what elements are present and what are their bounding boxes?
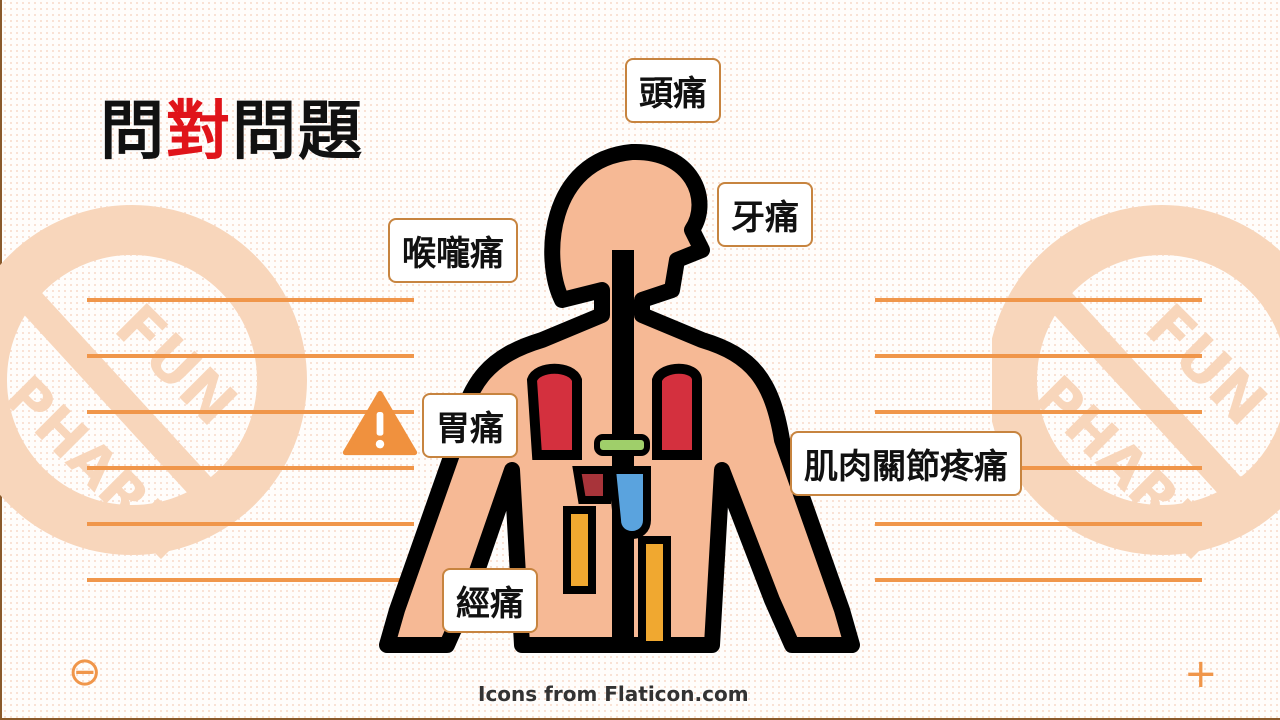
lungs-right xyxy=(652,363,702,460)
fun-pharm-watermark-left: FUN PHARM xyxy=(0,205,307,573)
callout-sore-throat: 喉嚨痛 xyxy=(388,218,518,283)
stomach xyxy=(607,466,651,539)
callout-toothache: 牙痛 xyxy=(717,182,813,247)
callout-stomachache: 胃痛 xyxy=(422,393,518,458)
lungs-left xyxy=(526,363,582,460)
zoom-out-button[interactable]: ⊖ xyxy=(68,649,102,695)
liver xyxy=(572,466,611,504)
callout-muscle-joint-pain: 肌肉關節疼痛 xyxy=(790,431,1022,496)
intestine xyxy=(563,506,671,649)
callout-menstrual-pain: 經痛 xyxy=(442,568,538,633)
page-title: 問對問題 xyxy=(100,95,364,169)
add-button[interactable]: + xyxy=(1184,651,1218,697)
fun-pharm-watermark-right: FUN PHARM xyxy=(992,205,1280,573)
flaticon-credit: Icons from Flaticon.com xyxy=(478,682,749,706)
warning-icon xyxy=(342,390,418,456)
callout-headache: 頭痛 xyxy=(625,58,721,123)
